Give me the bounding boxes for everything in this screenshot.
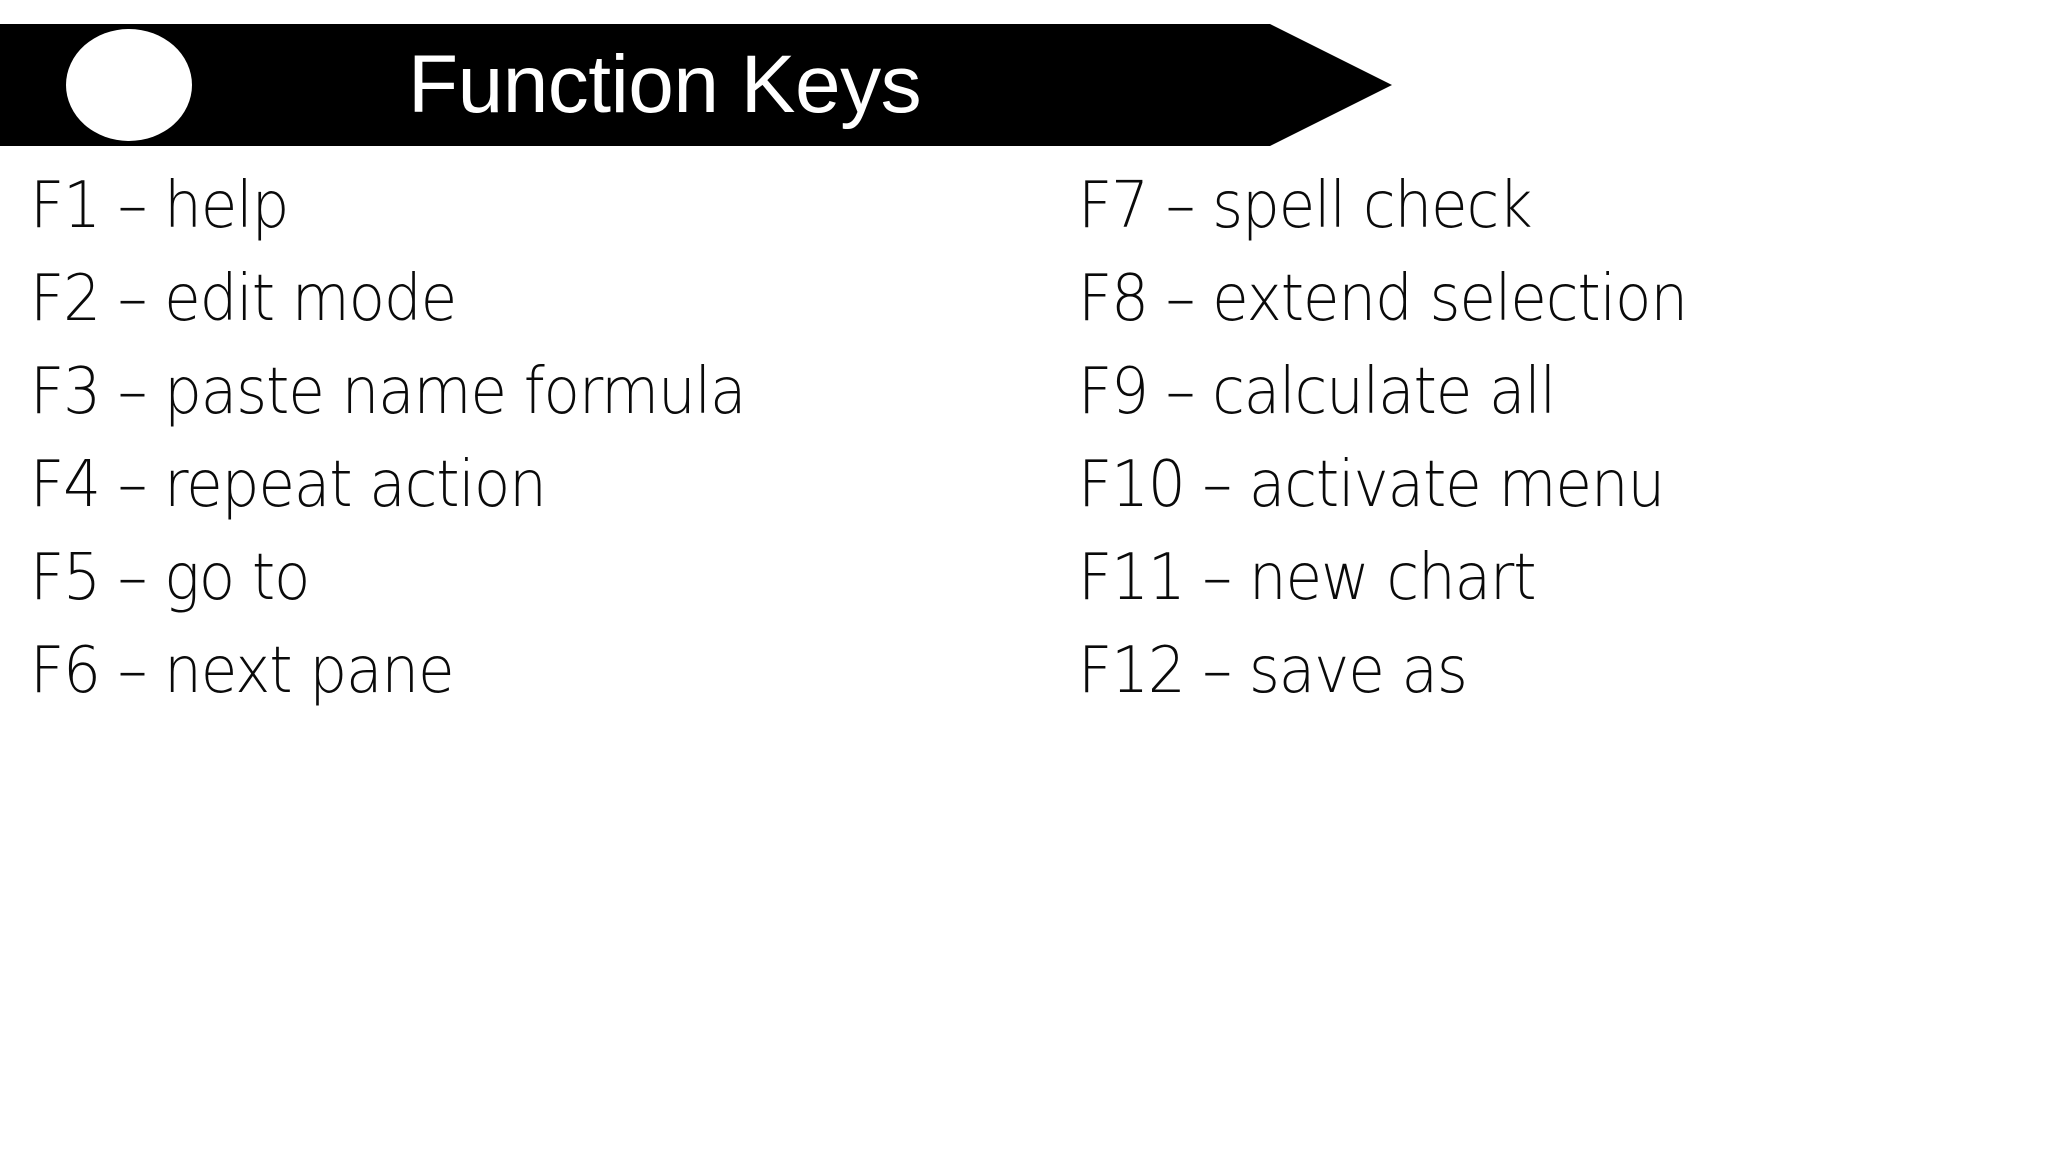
banner-chevron-shape	[0, 24, 1392, 146]
list-item: F9 – calculate all	[1078, 355, 1556, 429]
title-banner: Function Keys	[0, 24, 1392, 146]
circle-icon	[66, 29, 192, 141]
list-item: F2 – edit mode	[30, 262, 457, 336]
list-item: F6 – next pane	[30, 634, 455, 708]
function-key-column-right: F7 – spell check F8 – extend selection F…	[1078, 160, 1733, 718]
page-title: Function Keys	[408, 39, 922, 130]
list-item: F11 – new chart	[1078, 541, 1537, 615]
function-key-column-left: F1 – help F2 – edit mode F3 – paste name…	[30, 160, 799, 718]
list-item: F8 – extend selection	[1078, 262, 1688, 336]
list-item: F10 – activate menu	[1078, 448, 1665, 522]
list-item: F4 – repeat action	[30, 448, 547, 522]
list-item: F3 – paste name formula	[30, 355, 747, 429]
list-item: F7 – spell check	[1078, 169, 1533, 243]
list-item: F5 – go to	[30, 541, 310, 615]
list-item: F12 – save as	[1078, 634, 1468, 708]
list-item: F1 – help	[30, 169, 289, 243]
